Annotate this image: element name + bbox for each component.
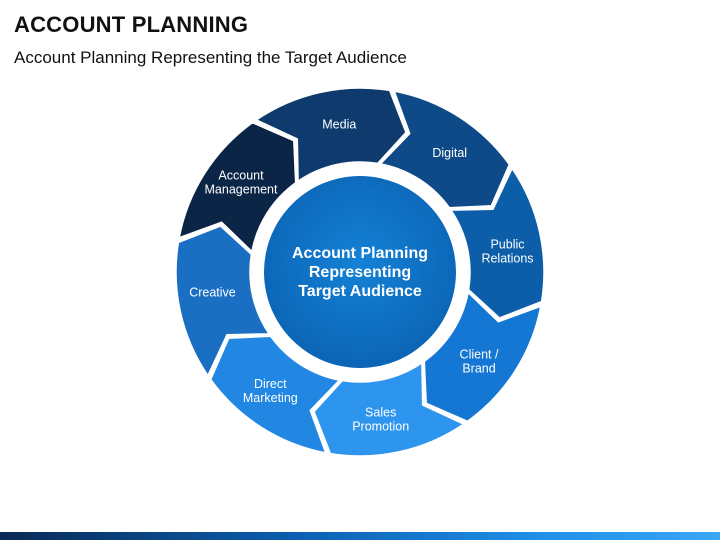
- segment-label-line: Account: [218, 168, 264, 182]
- cycle-segment: [313, 361, 466, 457]
- cycle-segment: [209, 335, 342, 454]
- segment-label-line: Marketing: [243, 391, 298, 405]
- segment-label-line: Creative: [189, 286, 236, 300]
- segment-label-line: Digital: [432, 146, 467, 160]
- cycle-segment: [423, 290, 542, 423]
- segment-label: Creative: [189, 286, 236, 300]
- segment-label-line: Management: [205, 182, 278, 196]
- segment-label: Media: [322, 118, 356, 132]
- cycle-segment: [378, 90, 511, 209]
- segment-label: Client /Brand: [460, 348, 499, 376]
- segment-label-line: Sales: [365, 406, 396, 420]
- segment-label-line: Brand: [462, 362, 495, 376]
- center-label-line: Target Audience: [298, 283, 422, 300]
- segment-label-line: Public: [490, 237, 524, 251]
- segment-label-line: Media: [322, 118, 356, 132]
- center-label-line: Representing: [309, 264, 411, 281]
- page-subtitle: Account Planning Representing the Target…: [14, 48, 407, 67]
- segment-label-line: Direct: [254, 377, 287, 391]
- segment-label: Digital: [432, 146, 467, 160]
- footer-bar: [0, 532, 720, 540]
- cycle-segments: [175, 87, 545, 457]
- center-circle: [264, 176, 456, 368]
- center-label-line: Account Planning: [292, 245, 428, 262]
- segment-label-line: Promotion: [352, 420, 409, 434]
- segment-label-line: Relations: [481, 251, 533, 265]
- cycle-segment: [254, 87, 407, 183]
- segment-label-line: Client /: [460, 348, 499, 362]
- cycle-segment: [178, 121, 297, 254]
- cycle-segment: [449, 166, 545, 319]
- page-title: ACCOUNT PLANNING: [14, 12, 249, 37]
- cycle-segment: [175, 225, 271, 378]
